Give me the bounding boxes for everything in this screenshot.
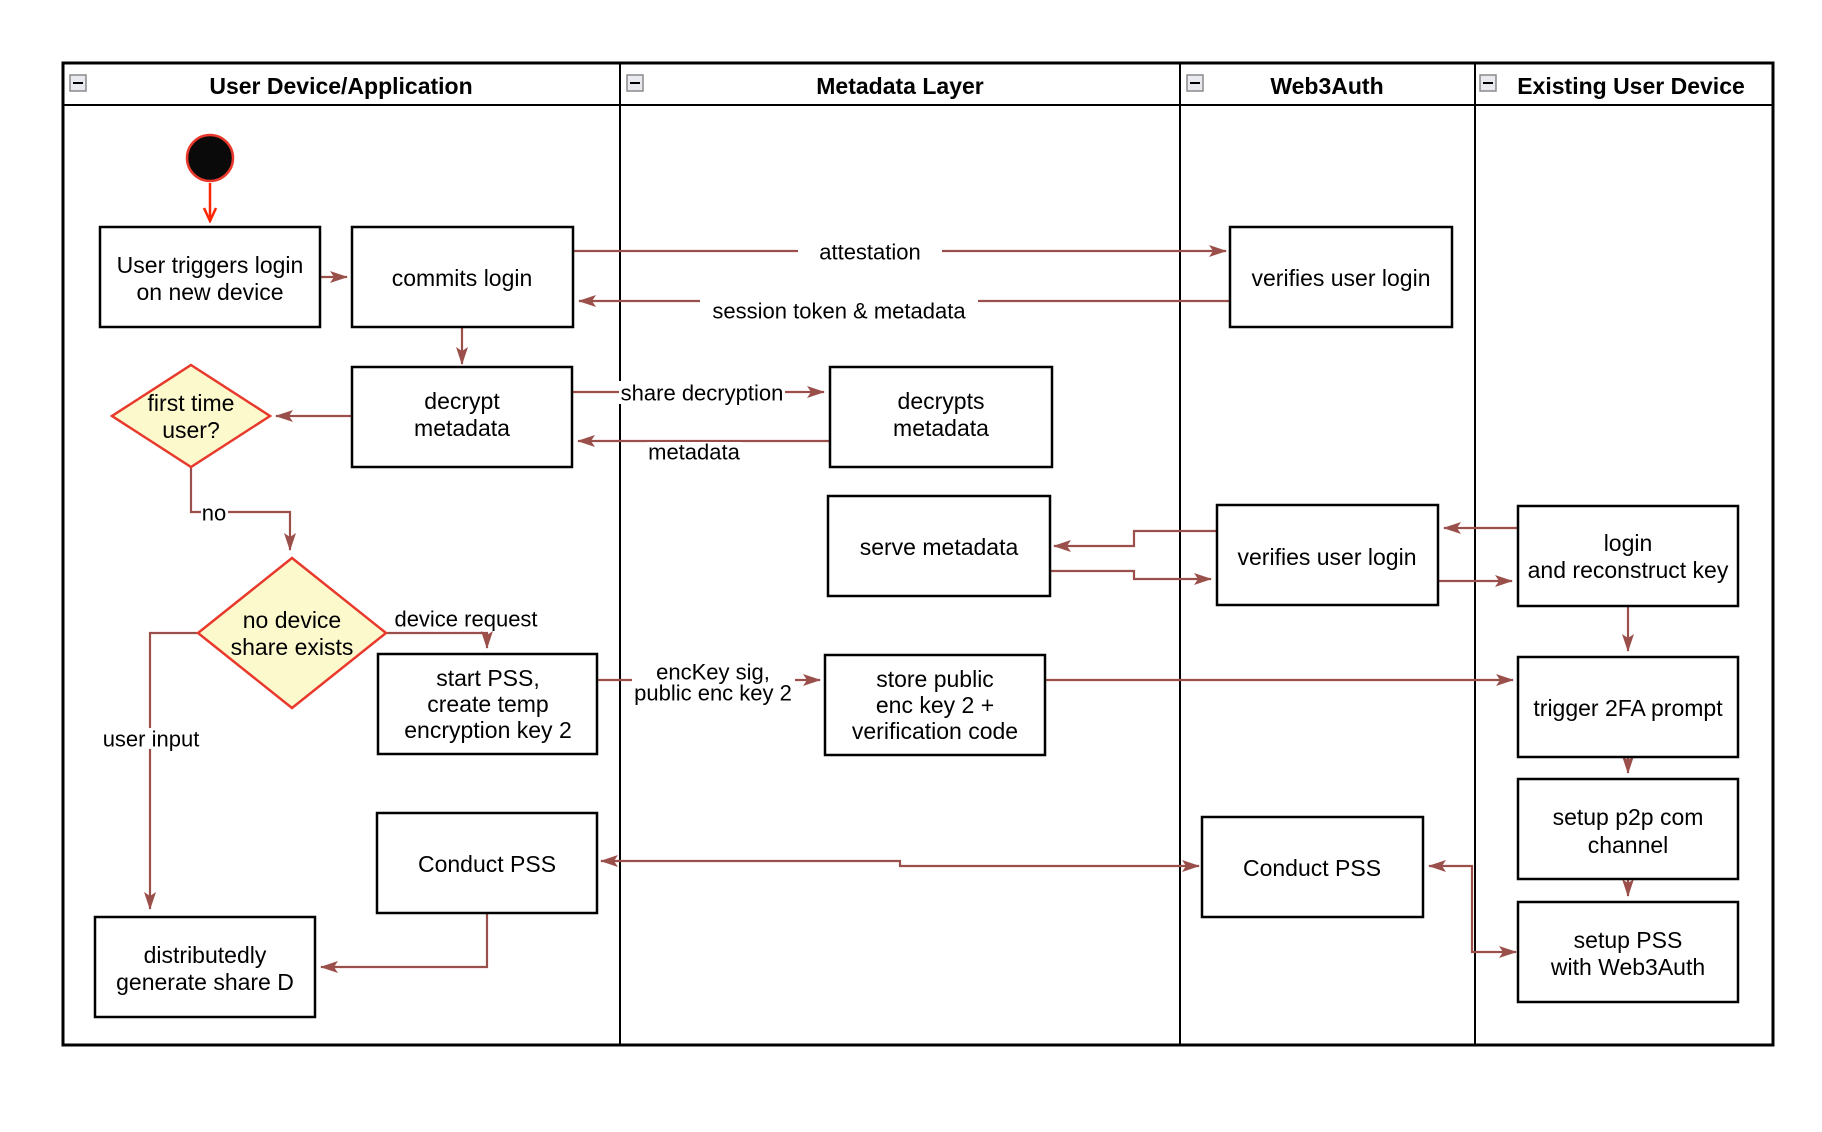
- svg-text:commits login: commits login: [392, 265, 533, 291]
- svg-text:metadata: metadata: [414, 415, 510, 441]
- lane-header-web3auth: Web3Auth: [1186, 73, 1384, 99]
- svg-text:User triggers login: User triggers login: [117, 252, 304, 278]
- label-bg: [647, 442, 742, 461]
- node-distributedly-generate[interactable]: distributedly generate share D: [93, 915, 317, 1019]
- lane-header-user-device: User Device/Application: [69, 73, 473, 99]
- svg-text:device request: device request: [394, 607, 537, 632]
- node-verifies-user-login-2[interactable]: verifies user login: [1215, 503, 1440, 607]
- svg-text:metadata: metadata: [648, 440, 740, 465]
- diagram-border: [61, 61, 1775, 1047]
- svg-text:public enc key 2: public enc key 2: [634, 681, 792, 706]
- svg-text:metadata: metadata: [893, 415, 989, 441]
- svg-text:generate share D: generate share D: [116, 969, 294, 995]
- node-start-pss[interactable]: start PSS, create temp encryption key 2: [376, 652, 599, 756]
- edge-device-request: [387, 631, 493, 649]
- svg-text:serve metadata: serve metadata: [860, 534, 1019, 560]
- node-trigger-2fa[interactable]: trigger 2FA prompt: [1516, 655, 1740, 759]
- svg-text:encryption key 2: encryption key 2: [404, 717, 571, 743]
- edge-conduct-to-distributedly: [320, 914, 489, 973]
- node-verifies-user-login-1[interactable]: verifies user login: [1228, 225, 1454, 329]
- edge-label-share-decryption: share decryption: [619, 381, 785, 406]
- svg-text:trigger 2FA prompt: trigger 2FA prompt: [1533, 695, 1723, 721]
- svg-text:and reconstruct key: and reconstruct key: [1528, 557, 1729, 583]
- label-bg: [102, 728, 200, 749]
- edge-verifies2-to-serve: [1053, 529, 1217, 552]
- svg-text:encKey sig,: encKey sig,: [656, 660, 770, 685]
- decision-first-time-user[interactable]: first time user?: [109, 363, 273, 469]
- lane-title: User Device/Application: [209, 73, 472, 99]
- svg-text:attestation: attestation: [819, 240, 921, 265]
- decision-no-device-share[interactable]: no device share exists: [195, 556, 389, 710]
- lane-title: Metadata Layer: [816, 73, 984, 99]
- svg-text:no device: no device: [243, 607, 341, 633]
- node-decrypts-metadata[interactable]: decrypts metadata: [828, 365, 1054, 469]
- node-store-public-enc-key[interactable]: store public enc key 2 + verification co…: [823, 653, 1047, 757]
- edge-setup-pss-conduct-right: [1428, 860, 1517, 958]
- node-decrypt-metadata[interactable]: decrypt metadata: [350, 365, 574, 469]
- edge-serve-to-verifies2: [1051, 569, 1212, 585]
- svg-text:store public: store public: [876, 666, 994, 692]
- node-setup-p2p[interactable]: setup p2p com channel: [1516, 777, 1740, 881]
- svg-text:session token & metadata: session token & metadata: [712, 299, 966, 324]
- node-conduct-pss-left[interactable]: Conduct PSS: [375, 811, 599, 915]
- lane-header-existing-user-device: Existing User Device: [1479, 73, 1745, 99]
- svg-text:setup p2p com: setup p2p com: [1553, 804, 1704, 830]
- svg-text:with Web3Auth: with Web3Auth: [1550, 954, 1705, 980]
- node-login-reconstruct-key[interactable]: login and reconstruct key: [1516, 504, 1740, 608]
- node-conduct-pss-right[interactable]: Conduct PSS: [1200, 815, 1425, 919]
- svg-text:user input: user input: [103, 727, 200, 752]
- svg-text:distributedly: distributedly: [144, 942, 267, 968]
- svg-text:login: login: [1604, 530, 1653, 556]
- svg-text:Conduct PSS: Conduct PSS: [1243, 855, 1381, 881]
- start-node[interactable]: [185, 133, 235, 183]
- edge-label-enckey: encKey sig, public enc key 2: [632, 660, 795, 706]
- edge-label-no: no: [201, 501, 228, 526]
- svg-text:verifies user login: verifies user login: [1238, 544, 1417, 570]
- svg-text:setup PSS: setup PSS: [1574, 927, 1683, 953]
- label-bg: [798, 239, 942, 264]
- label-bg: [201, 503, 228, 522]
- svg-text:share exists: share exists: [231, 634, 354, 660]
- node-commits-login[interactable]: commits login: [350, 225, 575, 329]
- svg-text:channel: channel: [1588, 832, 1669, 858]
- edge-conduct-left-conduct-right: [600, 855, 1200, 872]
- svg-text:decrypts: decrypts: [898, 388, 985, 414]
- svg-text:first time: first time: [148, 390, 235, 416]
- svg-text:user?: user?: [162, 417, 220, 443]
- svg-text:decrypt: decrypt: [424, 388, 500, 414]
- svg-text:share decryption: share decryption: [621, 381, 784, 406]
- label-bg: [632, 661, 795, 702]
- svg-text:create temp: create temp: [427, 691, 548, 717]
- svg-text:start PSS,: start PSS,: [436, 665, 540, 691]
- node-serve-metadata[interactable]: serve metadata: [826, 494, 1052, 598]
- node-user-triggers-login[interactable]: User triggers login on new device: [98, 225, 322, 329]
- edge-label-user-input: user input: [102, 727, 200, 752]
- svg-text:enc key 2 +: enc key 2 +: [876, 692, 994, 718]
- svg-text:Conduct PSS: Conduct PSS: [418, 851, 556, 877]
- lane-title: Existing User Device: [1517, 73, 1745, 99]
- lane-header-metadata-layer: Metadata Layer: [626, 73, 984, 99]
- edge-label-metadata: metadata: [647, 440, 742, 465]
- edge-label-session-token: session token & metadata: [700, 297, 978, 324]
- edge-user-input: [144, 631, 197, 910]
- edge-label-device-request: device request: [394, 607, 537, 632]
- label-bg: [619, 381, 785, 404]
- lane-title: Web3Auth: [1270, 73, 1383, 99]
- svg-text:on new device: on new device: [136, 279, 283, 305]
- svg-text:verifies user login: verifies user login: [1252, 265, 1431, 291]
- edge-no-branch: [189, 467, 296, 551]
- label-bg: [700, 297, 978, 324]
- svg-text:no: no: [202, 501, 226, 526]
- svg-text:verification code: verification code: [852, 718, 1018, 744]
- edge-label-attestation: attestation: [798, 239, 942, 265]
- node-setup-pss-web3auth[interactable]: setup PSS with Web3Auth: [1516, 900, 1740, 1004]
